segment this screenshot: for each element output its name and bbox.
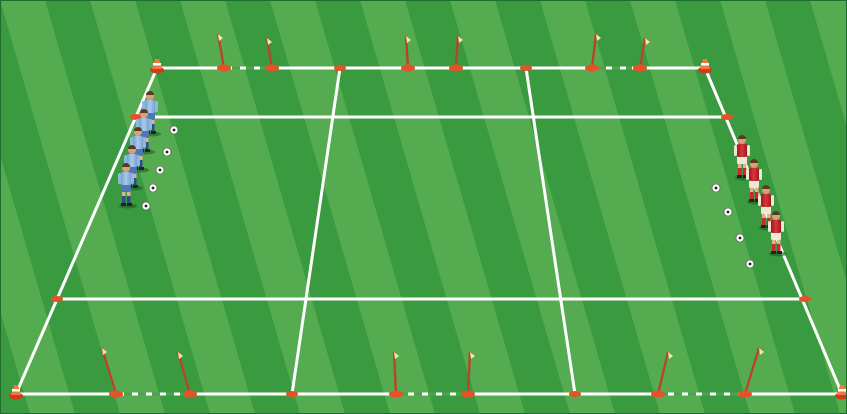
football [149, 184, 157, 192]
football [163, 148, 171, 156]
football [142, 202, 150, 210]
cone-marker [569, 391, 581, 397]
football [736, 234, 744, 242]
football [170, 126, 178, 134]
cone-marker [520, 65, 532, 71]
cone-marker [799, 296, 811, 302]
football [712, 184, 720, 192]
cone-marker [51, 296, 63, 302]
football [724, 208, 732, 216]
football [156, 166, 164, 174]
cone-marker [334, 65, 346, 71]
football [746, 260, 754, 268]
cone-marker [286, 391, 298, 397]
cone-marker [721, 114, 733, 120]
